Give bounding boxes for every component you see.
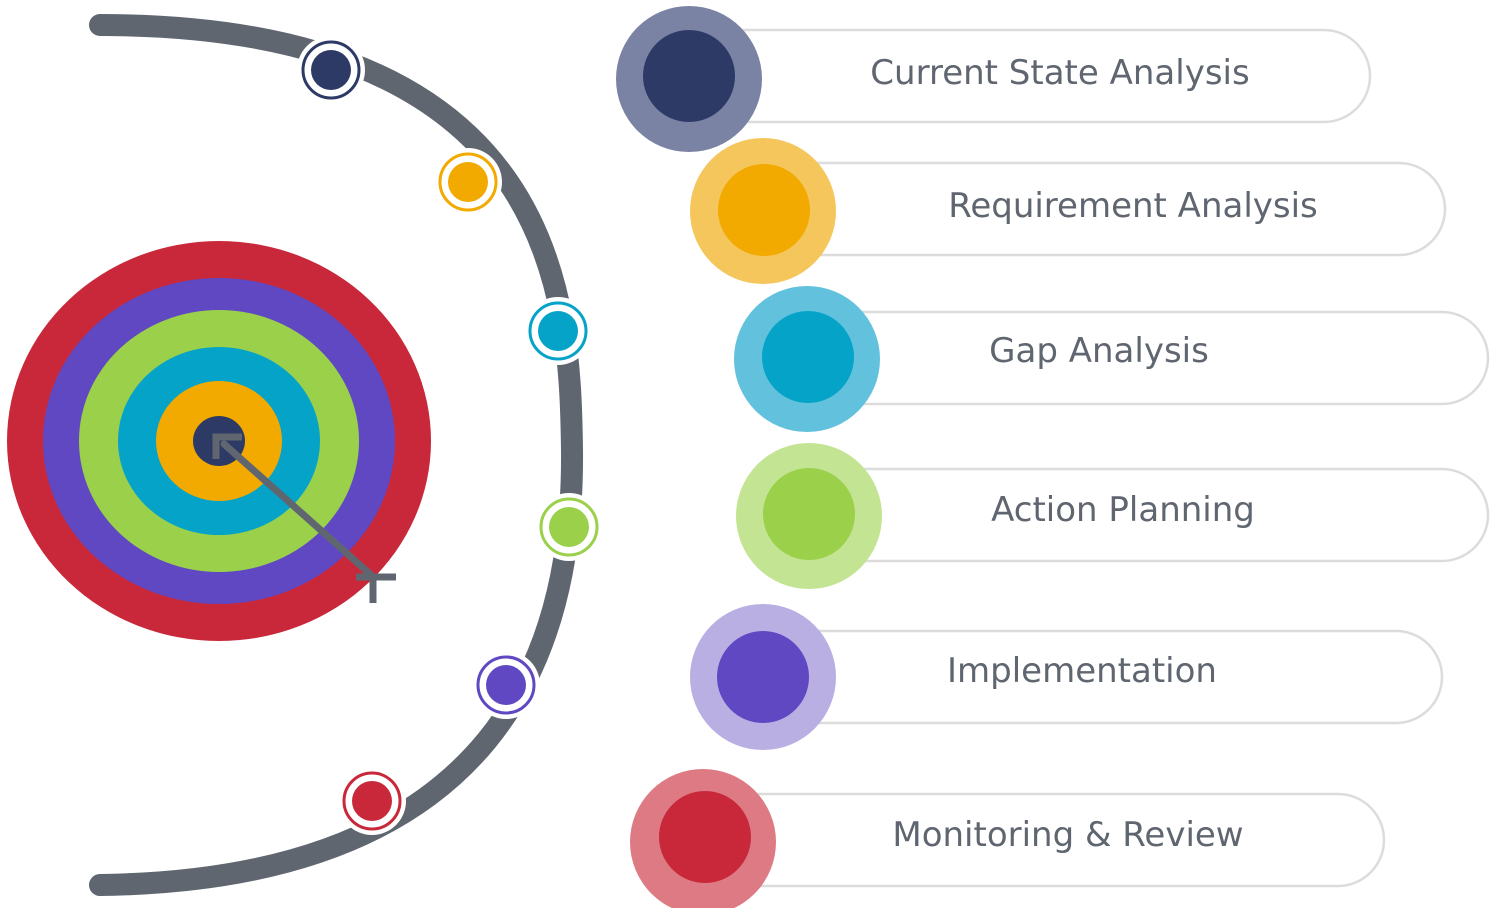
arc-node-5: [472, 651, 540, 719]
step-2: Requirement Analysis: [690, 138, 1447, 284]
step-label: Gap Analysis: [989, 331, 1209, 371]
step-dot: [763, 468, 855, 560]
arc-node-2: [434, 148, 502, 216]
step-1: Current State Analysis: [616, 6, 1372, 152]
arc-node-3: [524, 297, 592, 365]
step-label: Implementation: [947, 651, 1217, 691]
arrow-icon: [212, 433, 396, 603]
arc-node-6: [338, 767, 406, 835]
step-4: Action Planning: [736, 443, 1490, 589]
step-dot: [718, 164, 810, 256]
step-dot: [717, 631, 809, 723]
step-dot: [643, 30, 735, 122]
step-label: Monitoring & Review: [892, 815, 1243, 855]
arc-node-4: [535, 493, 603, 561]
step-3: Gap Analysis: [734, 286, 1490, 432]
step-label: Requirement Analysis: [948, 186, 1318, 226]
bullseye-target: [7, 241, 431, 641]
step-6: Monitoring & Review: [630, 769, 1386, 908]
step-label: Current State Analysis: [870, 53, 1249, 93]
step-dot: [659, 791, 751, 883]
arc-node-1: [297, 36, 365, 104]
step-dot: [762, 311, 854, 403]
step-5: Implementation: [690, 604, 1444, 750]
step-label: Action Planning: [991, 490, 1255, 530]
